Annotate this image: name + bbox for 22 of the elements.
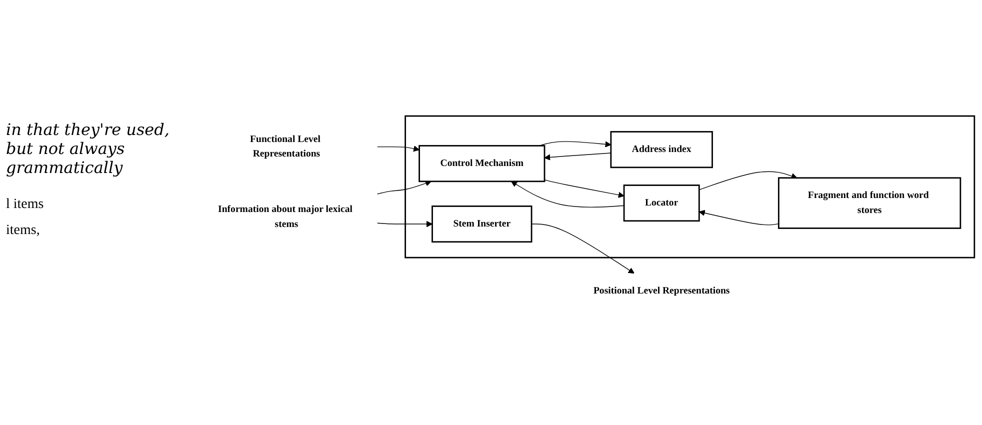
arrow <box>377 146 420 152</box>
arrow <box>377 220 433 228</box>
node-box: Address index <box>610 131 713 168</box>
node-box: Locator <box>623 184 700 222</box>
arrow <box>531 224 634 274</box>
cluster <box>404 115 976 258</box>
handwritten-note: in that they're used, but not always grammatically <box>6 120 170 177</box>
arrow <box>511 181 624 208</box>
node-text: Information about major lexical stems <box>218 204 352 230</box>
arrow <box>539 141 612 148</box>
arrow <box>544 180 624 198</box>
cut-off-text: l items <box>6 197 45 213</box>
cut-off-text: items, <box>6 223 41 239</box>
arrow <box>698 171 798 190</box>
arrow <box>377 180 432 194</box>
node-text: Positional Level Representations <box>593 286 730 296</box>
arrow <box>544 152 612 160</box>
arrow <box>698 210 780 226</box>
node-text: Functional Level Representations <box>250 134 320 160</box>
node-box: Stem Inserter <box>432 206 532 243</box>
node-box: Fragment and function word stores <box>778 177 962 229</box>
node-box: Control Mechanism <box>418 145 546 182</box>
